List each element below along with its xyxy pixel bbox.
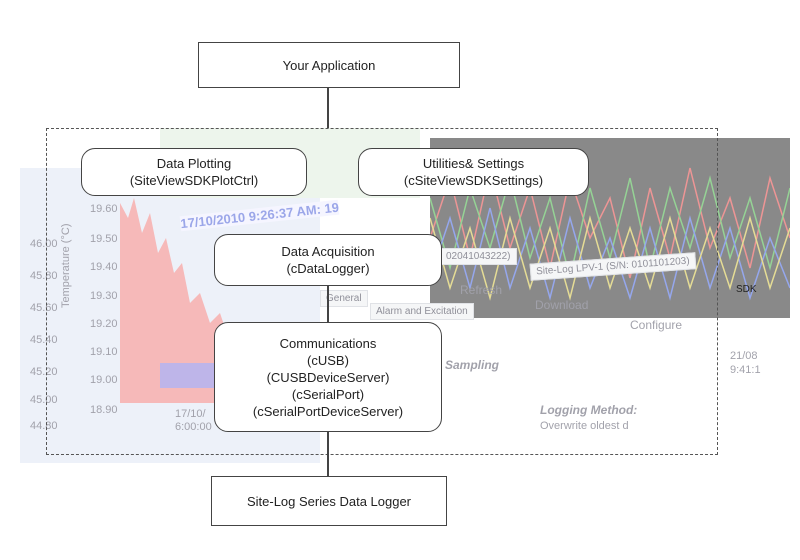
configure-label: Configure (630, 318, 683, 332)
y-tick-left-4: 45.20 (30, 366, 58, 378)
data-plotting-box: Data Plotting (SiteViewSDKPlotCtrl) (81, 148, 307, 196)
your-application-box: Your Application (198, 42, 460, 88)
connector-acquisition-to-comms (327, 286, 329, 322)
y-tick-left-5: 45.00 (30, 394, 58, 406)
utilities-settings-title: Utilities& Settings (422, 156, 525, 171)
logging-method-label: Logging Method: (540, 403, 638, 417)
temperature-area-chart (120, 193, 300, 403)
refresh-label: Refresh (460, 283, 503, 297)
data-acquisition-class: (cDataLogger) (286, 261, 370, 276)
right-time: 9:41:1 (730, 364, 761, 376)
y-tick-left-2: 45.60 (30, 302, 58, 314)
communications-class-usb: (cUSB) (307, 352, 349, 368)
connector-comms-to-logger (327, 432, 329, 476)
y-tick-left-1: 45.80 (30, 270, 58, 282)
communications-box: Communications (cUSB) (CUSBDeviceServer)… (214, 322, 442, 432)
sdk-boundary (46, 128, 718, 455)
utilities-settings-class: (cSiteViewSDKSettings) (403, 173, 544, 188)
utilities-settings-box: Utilities& Settings (cSiteViewSDKSetting… (358, 148, 589, 196)
sampling-label: Sampling (445, 358, 500, 372)
y-tick-left-0: 46.00 (30, 238, 58, 250)
communications-class-serial-server: (cSerialPortDeviceServer) (252, 403, 404, 419)
site-log-data-logger-box: Site-Log Series Data Logger (211, 476, 447, 526)
y-tick-inner-7: 18.90 (90, 404, 118, 416)
data-acquisition-title: Data Acquisition (281, 244, 375, 259)
y-tick-inner-6: 19.00 (90, 374, 118, 386)
communications-class-serial: (cSerialPort) (291, 386, 365, 402)
tab-alarm: Alarm and Excitation (370, 303, 474, 320)
site-log-data-logger-label: Site-Log Series Data Logger (246, 493, 412, 509)
data-plotting-title: Data Plotting (156, 156, 232, 171)
your-application-label: Your Application (282, 57, 376, 73)
y-tick-inner-2: 19.40 (90, 261, 118, 273)
x-tick-date: 17/10/ (175, 408, 206, 420)
sdk-label: SDK (736, 284, 757, 295)
y-tick-left-3: 45.40 (30, 334, 58, 346)
data-plotting-class: (SiteViewSDKPlotCtrl) (129, 173, 259, 188)
right-date: 21/08 (730, 350, 758, 362)
tab-general: General (320, 290, 368, 307)
data-acquisition-box: Data Acquisition (cDataLogger) (214, 234, 442, 286)
y-tick-inner-1: 19.50 (90, 233, 118, 245)
y-tick-inner-3: 19.30 (90, 290, 118, 302)
communications-title: Communications (279, 335, 377, 351)
x-tick-time: 6:00:00 (175, 421, 212, 433)
y-tick-inner-5: 19.10 (90, 346, 118, 358)
overwrite-label: Overwrite oldest d (540, 420, 629, 432)
y-tick-inner-4: 19.20 (90, 318, 118, 330)
y-tick-inner-0: 19.60 (90, 203, 118, 215)
connector-app-to-sdk (327, 86, 329, 128)
y-tick-left-6: 44.80 (30, 420, 58, 432)
download-label: Download (535, 298, 589, 312)
communications-class-usb-server: (CUSBDeviceServer) (266, 369, 390, 385)
